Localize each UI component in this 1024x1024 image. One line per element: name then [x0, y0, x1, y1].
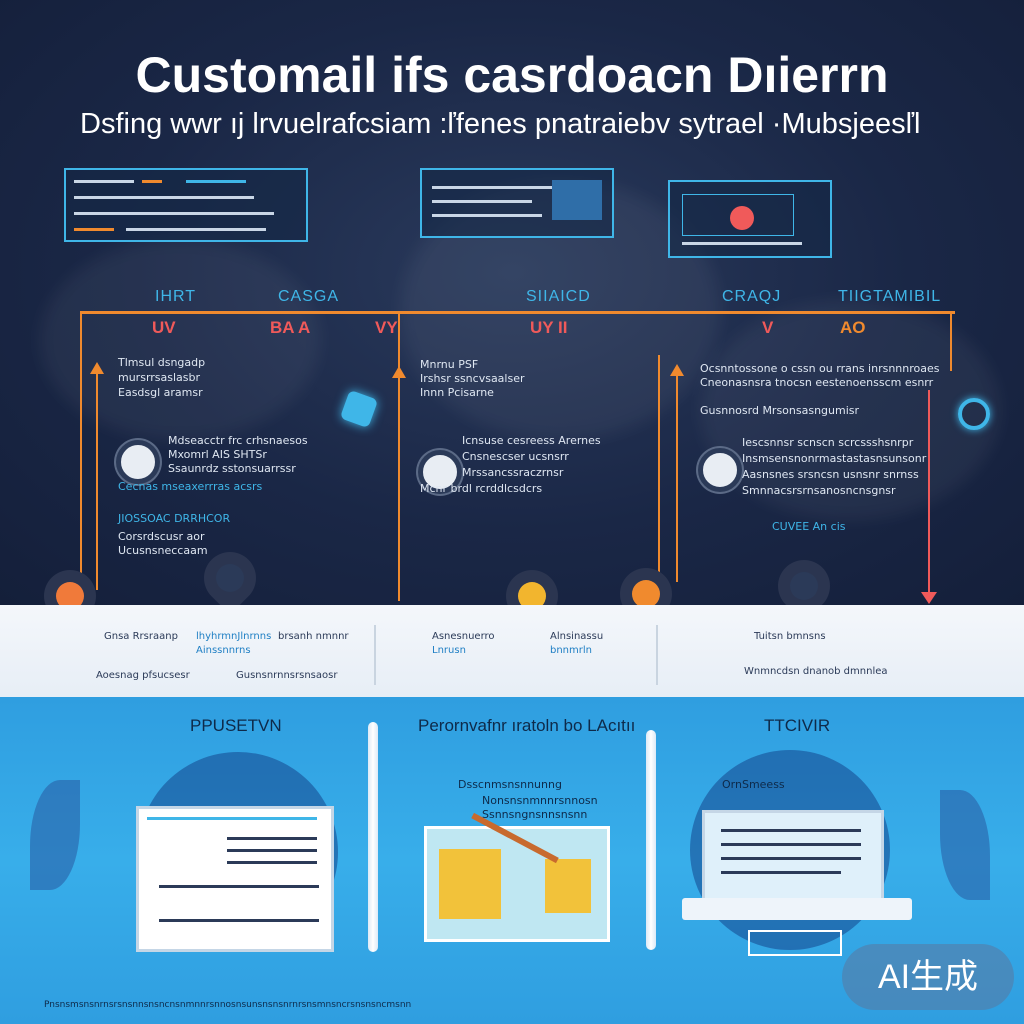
diagram-title: Customail ifs casrdoacn Dıierrn: [135, 47, 889, 103]
stage-label: IHRT: [155, 288, 197, 305]
panel-text: Ucusnsneccaam: [118, 544, 208, 557]
band-text: Gusnsnrnnsrsnsaosr: [236, 670, 338, 681]
band-text: Alnsinassu: [550, 631, 604, 642]
top-background: [0, 0, 1024, 605]
stage-sub-label: V: [762, 318, 774, 337]
stage-circle-icon: [698, 448, 742, 492]
bottom-text: Ssnnsngnsnnsnsnn: [482, 808, 588, 821]
band-text: Aoesnag pfsucsesr: [96, 670, 190, 681]
band-text: Tuitsn bmnsns: [754, 631, 826, 642]
connector-line: [676, 372, 678, 582]
panel-text: Corsrdscusr aor: [118, 530, 205, 543]
screen-center: [420, 168, 614, 238]
panel-text: Smnnacsrsrnsanosncnsgnsr: [742, 484, 896, 497]
connector-line: [950, 311, 952, 371]
monitor-right: [702, 810, 884, 904]
panel-text: Easdsgl aramsr: [118, 386, 203, 399]
panel-text: Insmsensnonrmastastasnsunsonr: [742, 452, 927, 465]
band-text: Ainssnnrns: [196, 645, 251, 656]
panel-text: Cnsnescser ucsnsrr: [462, 450, 569, 463]
footer-text: Pnsnsmsnsnrnsrsnsnnsnsncnsnmnnrsnnosnsun…: [44, 1000, 412, 1010]
laptop-base: [682, 898, 912, 920]
panel-text: Mxomrl AIS SHTSr: [168, 448, 267, 461]
stage-sub-label: UV: [152, 318, 176, 337]
stage-label: SIIAICD: [526, 288, 591, 305]
panel-text: Mnrnu PSF: [420, 358, 479, 371]
panel-text: Tlmsul dsngadp: [118, 356, 206, 369]
keyboard-decor: [748, 930, 842, 956]
panel-text: Icnsuse cesreess Arernes: [462, 434, 601, 447]
band-text: Gnsa Rrsraanp: [104, 631, 178, 642]
band-text: Lnrusn: [432, 645, 466, 656]
diagram-subtitle: Dsfing wwr ıj lrvuelrafcsiam :ľfenes pna…: [80, 108, 921, 140]
panel-text: Gusnnosrd Mrsonsasngumisr: [700, 404, 860, 417]
panel-text: Innn Pcisarne: [420, 386, 494, 399]
panel-text: Irshsr ssncvsaalser: [420, 372, 525, 385]
connector-line: [928, 390, 930, 595]
panel-text: Ssaunrdz sstonsuarrssr: [168, 462, 296, 475]
bottom-text: Dsscnmsnsnnunng: [458, 778, 562, 791]
panel-accent-text: CUVEE An cis: [772, 520, 846, 533]
stage-sub-label: BA A: [270, 318, 311, 337]
arrow-up-icon: [392, 366, 406, 378]
panel-text: Cecnas mseaxerrras acsrs: [118, 480, 263, 493]
divider-pillar: [368, 722, 378, 952]
panel-accent-text: JIOSSOAC DRRHCOR: [118, 512, 231, 525]
arrow-down-icon: [921, 592, 937, 604]
connector-line: [398, 311, 400, 601]
bottom-stage-label: TTCIVIR: [764, 716, 831, 735]
stage-label: TIIGTAMIBIL: [838, 288, 942, 305]
timeline-line: [80, 311, 955, 314]
stage-label: CASGA: [278, 288, 340, 305]
panel-text: Cneonasnsra tnocsn eestenoensscm esnrr: [700, 376, 934, 389]
panel-text: Ocsnntossone o cssn ou rrans inrsnnnroae…: [700, 362, 940, 375]
band-divider: [656, 625, 658, 685]
band-text: lhyhrmnJlnrnns: [196, 631, 272, 642]
band-divider: [374, 625, 376, 685]
watermark-badge: AI生成: [842, 944, 1014, 1010]
panel-text: Aasnsnes srsncsn usnsnr snrnss: [742, 468, 919, 481]
stage-circle-icon: [116, 440, 160, 484]
panel-text: Iescsnnsr scnscn scrcssshsnrpr: [742, 436, 914, 449]
folder-illustration: [424, 812, 610, 942]
stage-circle-icon: [418, 450, 462, 494]
band-text: bnnmrln: [550, 645, 592, 656]
bottom-text: Nonsnsnmnnrsnnosn: [482, 794, 598, 807]
divider-pillar: [646, 730, 656, 950]
panel-text: Mcnr brdl rcrddlcsdcrs: [420, 482, 543, 495]
band-text: Wnmncdsn dnanob dmnnlea: [744, 666, 888, 677]
stage-sub-label: AO: [840, 318, 866, 337]
panel-text: mursrrsaslasbr: [118, 371, 201, 384]
white-band: [0, 605, 1024, 697]
bottom-stage-label: Perornvafnr ıratoln bo LAcıtıı: [418, 716, 636, 735]
arrow-up-icon: [90, 362, 104, 374]
panel-text: Mdseacctr frc crhsnaesos: [168, 434, 308, 447]
panel-text: Mrssancssraczrnsr: [462, 466, 564, 479]
stage-sub-label: VY: [375, 318, 398, 337]
connector-line: [96, 370, 98, 590]
smoke-decor: [40, 240, 320, 440]
screen-left: [64, 168, 308, 242]
band-text: Asnesnuerro: [432, 631, 495, 642]
connector-line: [80, 311, 82, 601]
band-text: brsanh nmnnr: [278, 631, 349, 642]
connector-line: [658, 355, 660, 601]
stage-sub-label: UY II: [530, 318, 568, 337]
stage-label: CRAQJ: [722, 288, 782, 305]
target-ring-icon: [958, 398, 990, 430]
bottom-stage-label: PPUSETVN: [190, 716, 282, 735]
screen-right: [668, 180, 832, 258]
arrow-up-icon: [670, 364, 684, 376]
bottom-text: OrnSmeess: [722, 778, 785, 791]
monitor-left: [136, 806, 334, 952]
